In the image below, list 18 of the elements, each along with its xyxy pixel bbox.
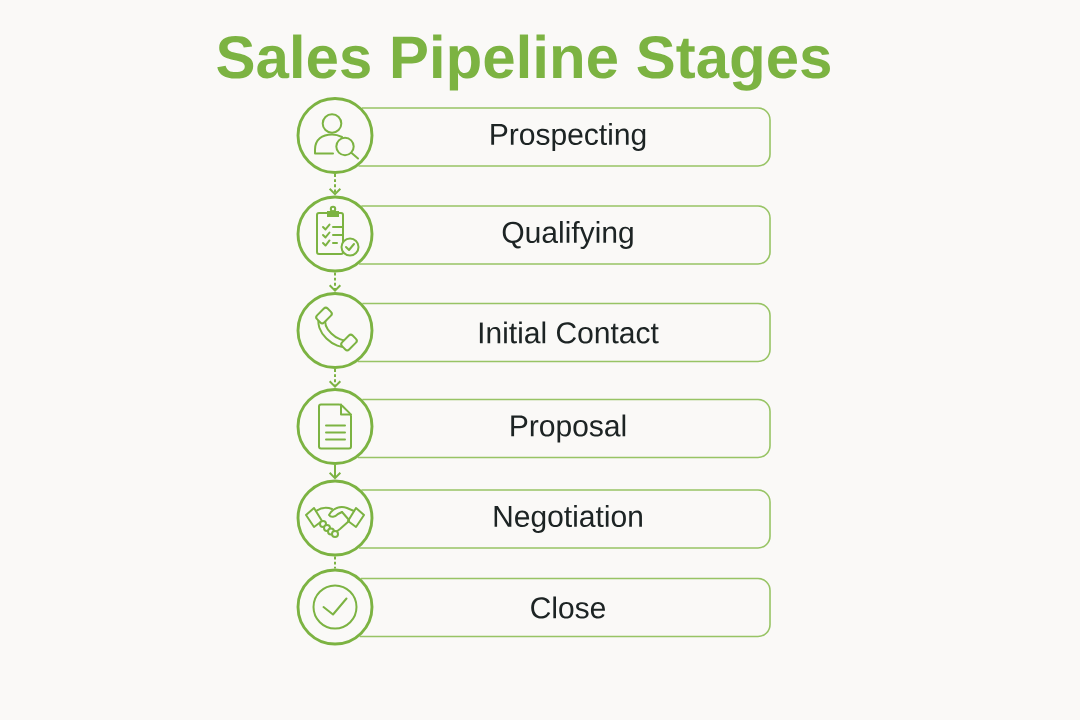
icon-circle (296, 479, 374, 557)
stage-box: Close (358, 577, 771, 638)
arrow (328, 172, 342, 196)
arrow (328, 463, 342, 480)
icon-circle (296, 292, 374, 369)
arrow (328, 367, 342, 389)
connector-line (334, 555, 336, 570)
stage-box: Initial Contact (356, 302, 771, 363)
icon-circle (296, 388, 374, 465)
icon-circle (296, 97, 374, 174)
stage-box: Qualifying (358, 205, 771, 265)
title: Sales Pipeline Stages (217, 34, 830, 91)
icon-circle (296, 568, 374, 646)
stage-box: Prospecting (357, 107, 771, 167)
arrow (328, 271, 342, 293)
stage-box: Proposal (356, 398, 771, 459)
icon-circle (296, 195, 374, 273)
stage-box: Negotiation (358, 489, 771, 549)
